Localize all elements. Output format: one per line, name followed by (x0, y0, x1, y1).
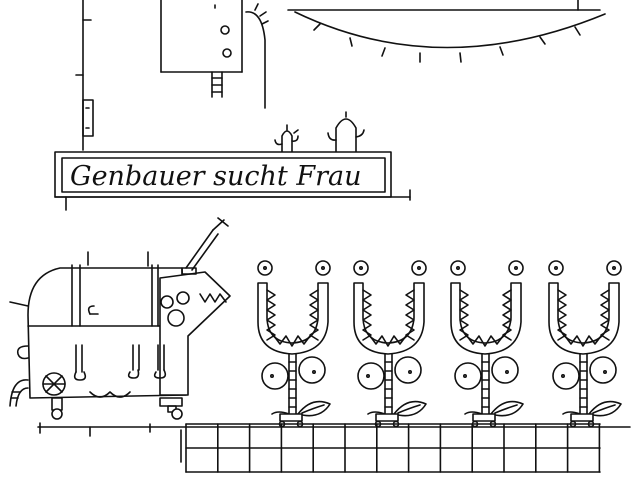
cactus-icon (274, 124, 299, 153)
carnivorous-plant-icon[interactable] (257, 260, 331, 428)
carnivorous-plant-icon[interactable] (548, 260, 622, 428)
hanging-vine (245, 3, 269, 109)
carnivorous-plant-icon[interactable] (450, 260, 524, 428)
harvester-machine-icon[interactable] (9, 217, 231, 420)
hanging-cabinet[interactable] (160, 0, 243, 98)
plant-row (257, 260, 622, 428)
left-post (75, 0, 94, 151)
sign-text: Genbauer sucht Frau (70, 161, 362, 192)
tiled-floor (180, 423, 601, 473)
hanging-bowl (287, 0, 606, 63)
cactus-icon (327, 111, 365, 153)
title-sign[interactable]: Genbauer sucht Frau (54, 151, 411, 211)
carnivorous-plant-icon[interactable] (353, 260, 427, 428)
ground-line (37, 422, 631, 437)
